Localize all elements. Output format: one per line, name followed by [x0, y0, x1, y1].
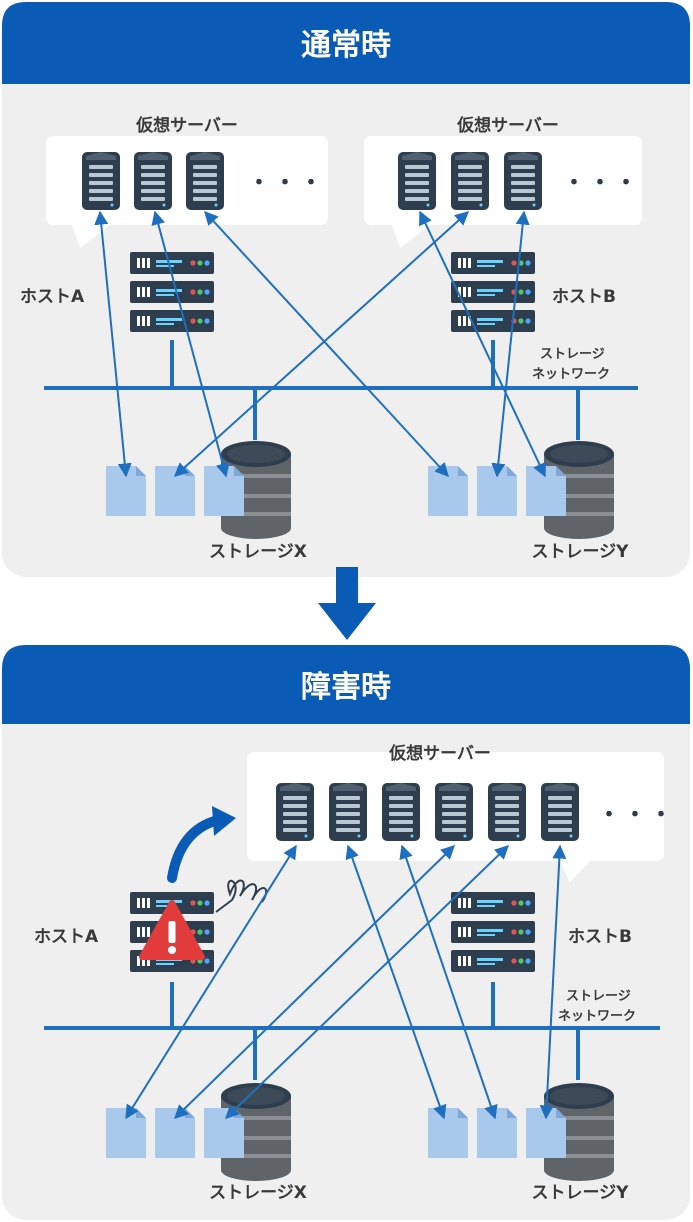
file-icon [204, 1108, 244, 1158]
vserver-label: 仮想サーバー [388, 743, 491, 764]
host-icon [130, 252, 214, 332]
file-icon [428, 466, 468, 516]
host-a-label: ホストA [34, 927, 99, 947]
access-arrows [125, 844, 567, 1120]
ellipsis: ・・・ [563, 171, 641, 196]
host-icon [451, 252, 535, 332]
host-b-label: ホストB [568, 927, 632, 947]
server-icon [504, 152, 542, 210]
storage-y-label: ストレージY [532, 1183, 630, 1203]
file-icon [106, 1108, 146, 1158]
file-icon [155, 1108, 195, 1158]
server-icon [382, 783, 420, 841]
normal-panel: 通常時 仮想サーバー 仮想サーバー ・・・ ・・・ ホストA ホストB ストレー… [2, 2, 690, 577]
server-icon [329, 783, 367, 841]
failure-title: 障害時 [301, 670, 391, 705]
failure-panel: 障害時 仮想サーバー ・・・ ホストA ホストB ストレージ ネットワーク [2, 645, 690, 1220]
network-label-line1: ストレージ [540, 347, 605, 362]
server-icon [435, 783, 473, 841]
vserver-label-right: 仮想サーバー [456, 115, 559, 136]
file-icon [155, 466, 195, 516]
file-icon [204, 466, 244, 516]
network-label-line2: ネットワーク [532, 367, 610, 382]
storage-y-label: ストレージY [532, 542, 630, 562]
ellipsis: ・・・ [248, 171, 326, 196]
server-icon [276, 783, 314, 841]
down-arrow-icon [318, 567, 376, 640]
host-icon [451, 892, 535, 972]
network-label-line2: ネットワーク [558, 1009, 636, 1024]
file-icon [526, 466, 566, 516]
network-label-line1: ストレージ [566, 989, 631, 1004]
host-b-label: ホストB [552, 287, 616, 307]
server-icon [186, 152, 224, 210]
normal-header [2, 2, 690, 84]
storage-x-label: ストレージX [209, 542, 307, 562]
normal-title: 通常時 [301, 28, 391, 63]
server-icon [541, 783, 579, 841]
vserver-label-left: 仮想サーバー [135, 115, 238, 136]
server-icon [134, 152, 172, 210]
ellipsis: ・・・ [598, 803, 676, 828]
storage-x-label: ストレージX [209, 1183, 307, 1203]
server-icon [488, 783, 526, 841]
file-icon [428, 1108, 468, 1158]
host-a-label: ホストA [20, 287, 85, 307]
failure-header [2, 645, 690, 724]
file-icon [477, 1108, 517, 1158]
server-icon [451, 152, 489, 210]
server-icon [398, 152, 436, 210]
server-icon [82, 152, 120, 210]
access-arrows [94, 210, 546, 478]
